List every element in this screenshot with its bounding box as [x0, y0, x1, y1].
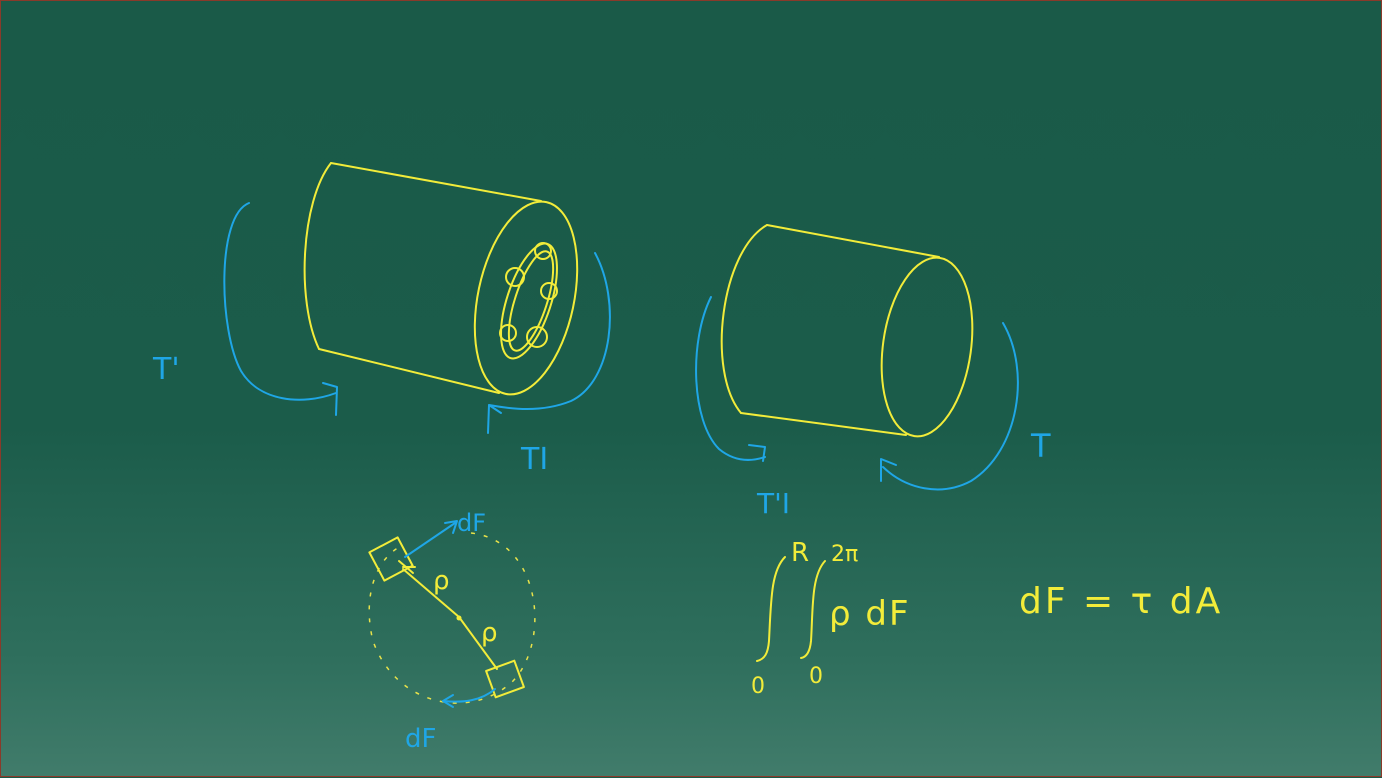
equation-dF-tau-dA: dF = τ dA: [1019, 581, 1223, 622]
torque-arrow-TI: [487, 252, 611, 434]
integrand-rho-dF: ρ dF: [829, 594, 911, 634]
right-cylinder: [720, 224, 974, 438]
left-cylinder: [303, 162, 579, 396]
integral-expression: [756, 556, 826, 662]
integral-upper-R: R: [791, 538, 809, 568]
label-T-I: TI: [520, 442, 548, 477]
label-dF-bottom: dF: [405, 724, 436, 754]
label-dF-top: dF: [457, 509, 486, 537]
label-T: T: [1030, 427, 1051, 465]
label-T-I-prime: T'I: [756, 487, 790, 520]
integral-upper-2pi: 2π: [831, 542, 858, 567]
label-T-prime: T': [152, 352, 180, 387]
torque-arrow-T: [880, 322, 1019, 491]
integral-lower-0-inner: 0: [809, 664, 823, 689]
label-rho-2: ρ: [481, 618, 498, 648]
torque-arrow-TI-prime: [695, 296, 766, 462]
label-rho-1: ρ: [433, 566, 450, 596]
integral-lower-0-outer: 0: [751, 674, 765, 699]
cross-section-sketch: [368, 520, 536, 708]
torque-arrow-left: [223, 202, 338, 416]
